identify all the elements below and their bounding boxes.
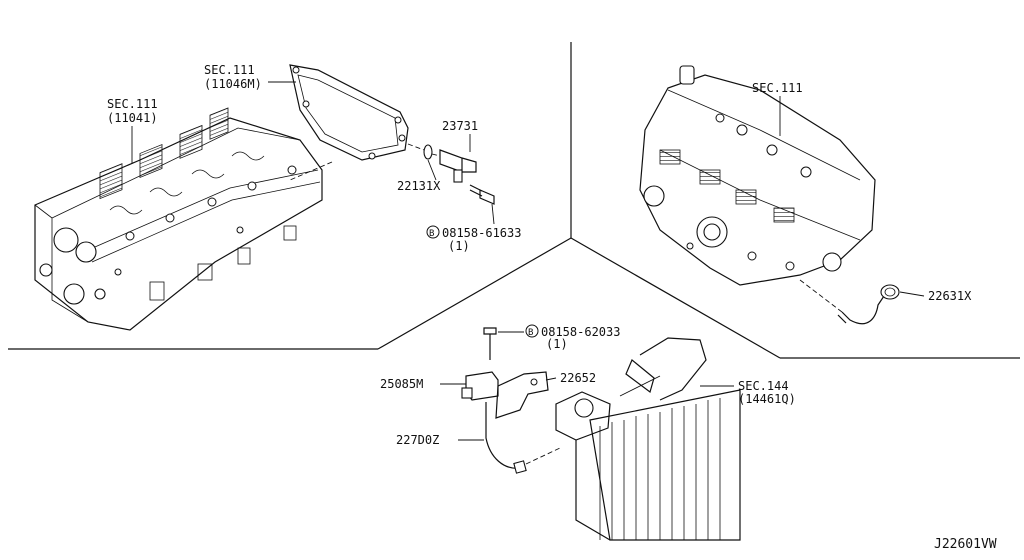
label-25085m: 25085M [380, 377, 423, 391]
sensor-23731 [407, 143, 495, 205]
label-22652: 22652 [560, 371, 596, 385]
head-cover-part [289, 64, 409, 181]
label-sec144-code: (14461Q) [738, 392, 796, 406]
leader-lines [131, 81, 925, 441]
label-bolt-a-number: 08158-61633 [442, 226, 521, 240]
cylinder-head-left [34, 107, 323, 331]
label-sec111-cover: SEC.111 [204, 63, 255, 77]
label-bolt-b-number: 08158-62033 [541, 325, 620, 339]
label-sec111-left-code: (11041) [107, 111, 158, 125]
label-227d0z: 227D0Z [396, 433, 439, 447]
bolt-symbol-a-text: B [429, 229, 434, 239]
label-sec111-right: SEC.111 [752, 81, 803, 95]
bolt-symbol-a [426, 225, 440, 239]
label-23731: 23731 [442, 119, 478, 133]
cylinder-head-right [639, 65, 876, 286]
label-sec144: SEC.144 [738, 379, 789, 393]
section-dividers [8, 42, 1020, 359]
bolt-symbol-b [525, 324, 539, 338]
harness-227d0z [485, 402, 561, 474]
radiator-duct [555, 337, 741, 541]
label-sec111-cover-code: (11046M) [204, 77, 262, 91]
sensor-22631x [799, 279, 900, 325]
labels: SEC.111 (11041) SEC.111 (11046M) 23731 2… [107, 63, 997, 552]
diagram-code: J22601VW [934, 537, 997, 552]
label-bolt-b-qty: (1) [546, 337, 568, 351]
sensor-25085m [461, 327, 499, 401]
bracket-22652 [495, 371, 549, 419]
label-bolt-a-qty: (1) [448, 239, 470, 253]
label-22131x: 22131X [397, 179, 441, 193]
label-sec111-left: SEC.111 [107, 97, 158, 111]
label-22631x: 22631X [928, 289, 972, 303]
bolt-symbol-b-text: B [528, 328, 533, 338]
